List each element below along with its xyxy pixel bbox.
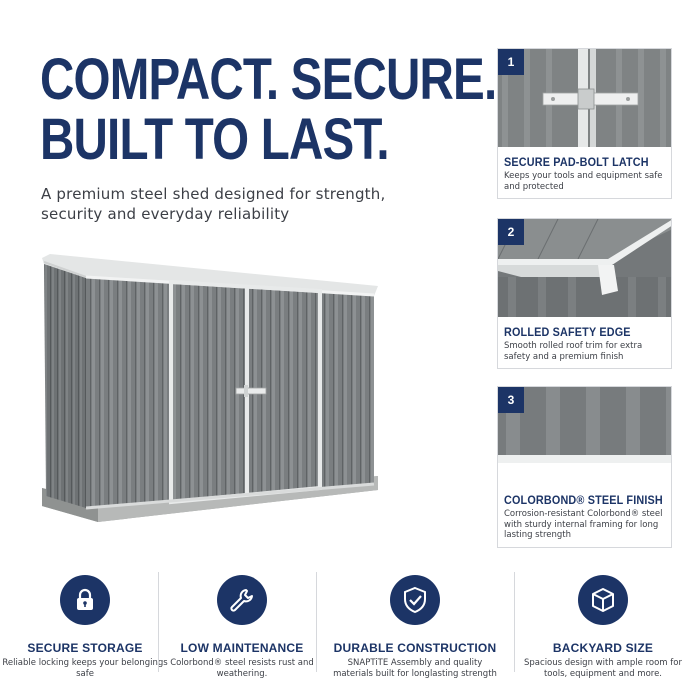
card-description: Keeps your tools and equipment safe and … [504,171,663,192]
rolled-edge-photo: 2 [498,219,671,317]
feature-card-colorbond-steel: 3 COLORBOND® STEEL FINISH Corrosion-resi… [497,386,672,548]
divider [158,572,159,672]
headline-line-1: COMPACT. SECURE. [40,47,497,112]
shed-image [38,250,388,545]
colorbond-steel-photo: 3 [498,387,671,485]
card-number-badge: 1 [498,49,524,75]
feature-title: DURABLE CONSTRUCTION [333,641,497,655]
card-description: Smooth rolled roof trim for extra safety… [504,341,643,362]
card-title: SECURE PAD-BOLT LATCH [504,155,649,169]
card-number-badge: 2 [498,219,524,245]
card-description: Corrosion-resistant Colorbond® steel wit… [504,509,663,540]
divider [316,572,317,672]
feature-description: Spacious design with ample room for tool… [524,658,682,679]
feature-description: Reliable locking keeps your belongings s… [2,658,168,679]
headline-line-2: BUILT TO LAST. [40,107,390,172]
feature-backyard-size: BACKYARD SIZE Spacious design with ample… [518,568,688,679]
feature-description: Colorbond® steel resists rust and weathe… [170,658,314,679]
feature-secure-storage: SECURE STORAGE Reliable locking keeps yo… [0,568,170,679]
feature-card-padbolt-latch: 1 SECURE PAD-BOLT LATCH Keeps your tools… [497,48,672,199]
feature-title: BACKYARD SIZE [552,641,654,655]
feature-title: SECURE STORAGE [27,641,143,655]
divider [514,572,515,672]
headline: COMPACT. SECURE. BUILT TO LAST. [40,47,497,172]
feature-durable-construction: DURABLE CONSTRUCTION SNAPTiTE Assembly a… [330,568,500,679]
card-title: ROLLED SAFETY EDGE [504,325,631,339]
features-row: SECURE STORAGE Reliable locking keeps yo… [0,568,700,688]
wrench-icon [217,575,267,625]
feature-description: SNAPTiTE Assembly and quality materials … [333,658,497,679]
card-number-badge: 3 [498,387,524,413]
feature-low-maintenance: LOW MAINTENANCE Colorbond® steel resists… [157,568,327,679]
cube-icon [578,575,628,625]
feature-card-rolled-safety-edge: 2 ROLLED SAFETY EDGE Smooth rolled roof … [497,218,672,369]
feature-title: LOW MAINTENANCE [180,641,304,655]
shield-check-icon [390,575,440,625]
subheadline: A premium steel shed designed for streng… [41,185,386,223]
card-title: COLORBOND® STEEL FINISH [504,493,663,507]
padlock-icon [60,575,110,625]
padbolt-latch-photo: 1 [498,49,671,147]
